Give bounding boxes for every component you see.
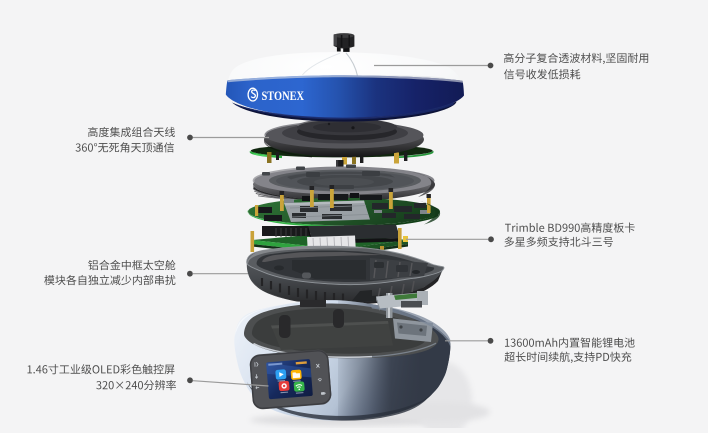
svg-text:STONEX: STONEX <box>262 88 305 103</box>
